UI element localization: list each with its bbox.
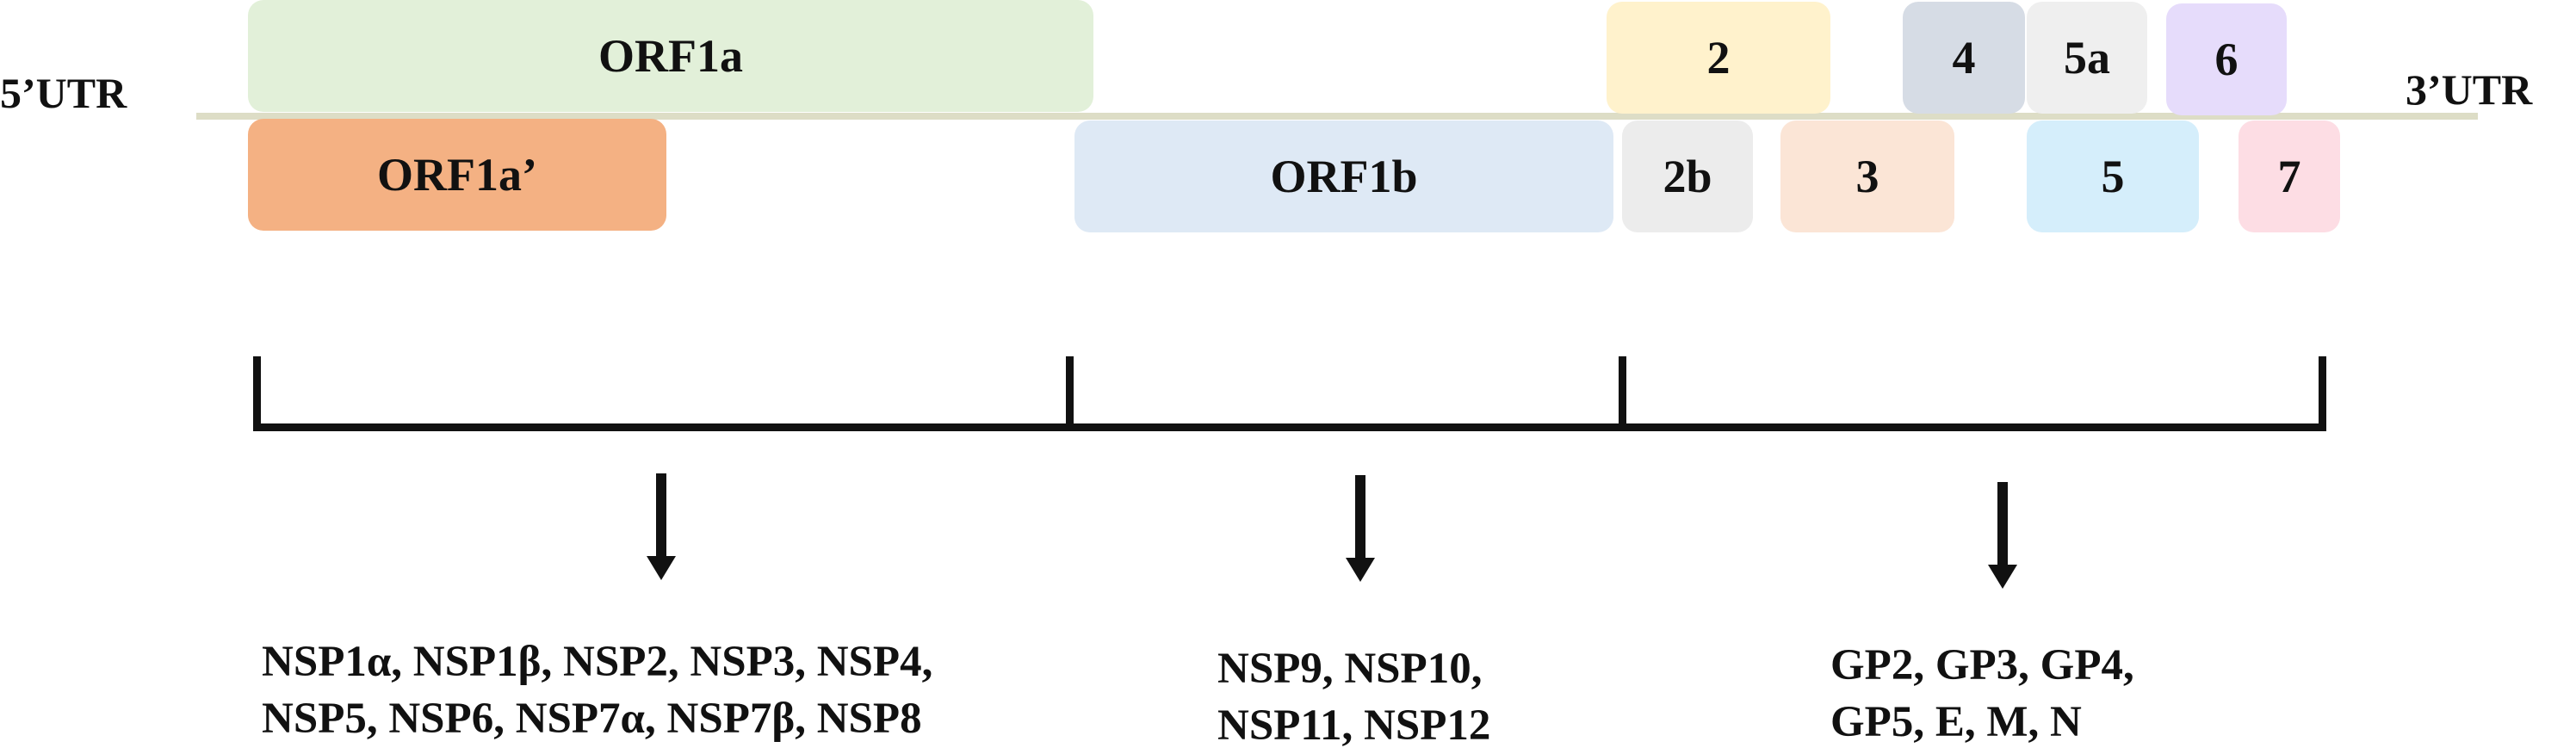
orf2-box: 2 [1607, 2, 1830, 114]
bracket-tick-4 [2319, 356, 2326, 430]
orf1b-label: ORF1b [1270, 151, 1418, 202]
arrow-down-icon [647, 473, 676, 580]
orf5-box: 5 [2027, 121, 2199, 232]
bracket-tick-1 [253, 356, 261, 430]
orf4-label: 4 [1952, 32, 1976, 83]
bracket-tick-3 [1619, 356, 1626, 430]
arrow-down-icon [1988, 482, 2017, 589]
orf7-box: 7 [2239, 121, 2340, 232]
orf3-label: 3 [1855, 151, 1879, 202]
utr5-label: 5’UTR [0, 69, 127, 117]
orf2b-box: 2b [1622, 121, 1753, 232]
orf4-box: 4 [1903, 2, 2025, 114]
orf7-label: 7 [2277, 151, 2301, 202]
products-group-3: GP2, GP3, GP4, GP5, E, M, N [1830, 637, 2134, 751]
products-group-2-line-2: NSP11, NSP12 [1217, 701, 1491, 750]
products-group-1: NSP1α, NSP1β, NSP2, NSP3, NSP4, NSP5, NS… [262, 633, 932, 747]
orf2-label: 2 [1706, 32, 1731, 83]
orf2b-label: 2b [1663, 151, 1712, 202]
bracket-tick-2 [1066, 356, 1074, 430]
orf1a-label: ORF1a [598, 30, 743, 82]
orf5a-box: 5a [2027, 2, 2147, 114]
orf5-label: 5 [2101, 151, 2125, 202]
products-group-2-line-1: NSP9, NSP10, [1217, 645, 1483, 693]
products-group-2: NSP9, NSP10, NSP11, NSP12 [1217, 640, 1490, 754]
orf1a-box: ORF1a [248, 0, 1093, 112]
orf1b-box: ORF1b [1074, 121, 1613, 232]
products-group-3-line-2: GP5, E, M, N [1830, 698, 2082, 746]
products-group-1-line-1: NSP1α, NSP1β, NSP2, NSP3, NSP4, [262, 638, 933, 686]
orf1a-prime-box: ORF1a’ [248, 119, 666, 231]
bracket-baseline [253, 423, 2326, 431]
arrow-down-icon [1346, 475, 1375, 582]
genome-line [196, 113, 2478, 120]
utr3-label: 3’UTR [2406, 65, 2533, 114]
orf5a-label: 5a [2064, 32, 2110, 83]
orf1a-prime-label: ORF1a’ [377, 149, 537, 201]
products-group-3-line-1: GP2, GP3, GP4, [1830, 641, 2134, 689]
orf6-label: 6 [2214, 34, 2239, 85]
products-group-1-line-2: NSP5, NSP6, NSP7α, NSP7β, NSP8 [262, 695, 922, 743]
orf3-box: 3 [1780, 121, 1954, 232]
orf6-box: 6 [2166, 3, 2287, 115]
